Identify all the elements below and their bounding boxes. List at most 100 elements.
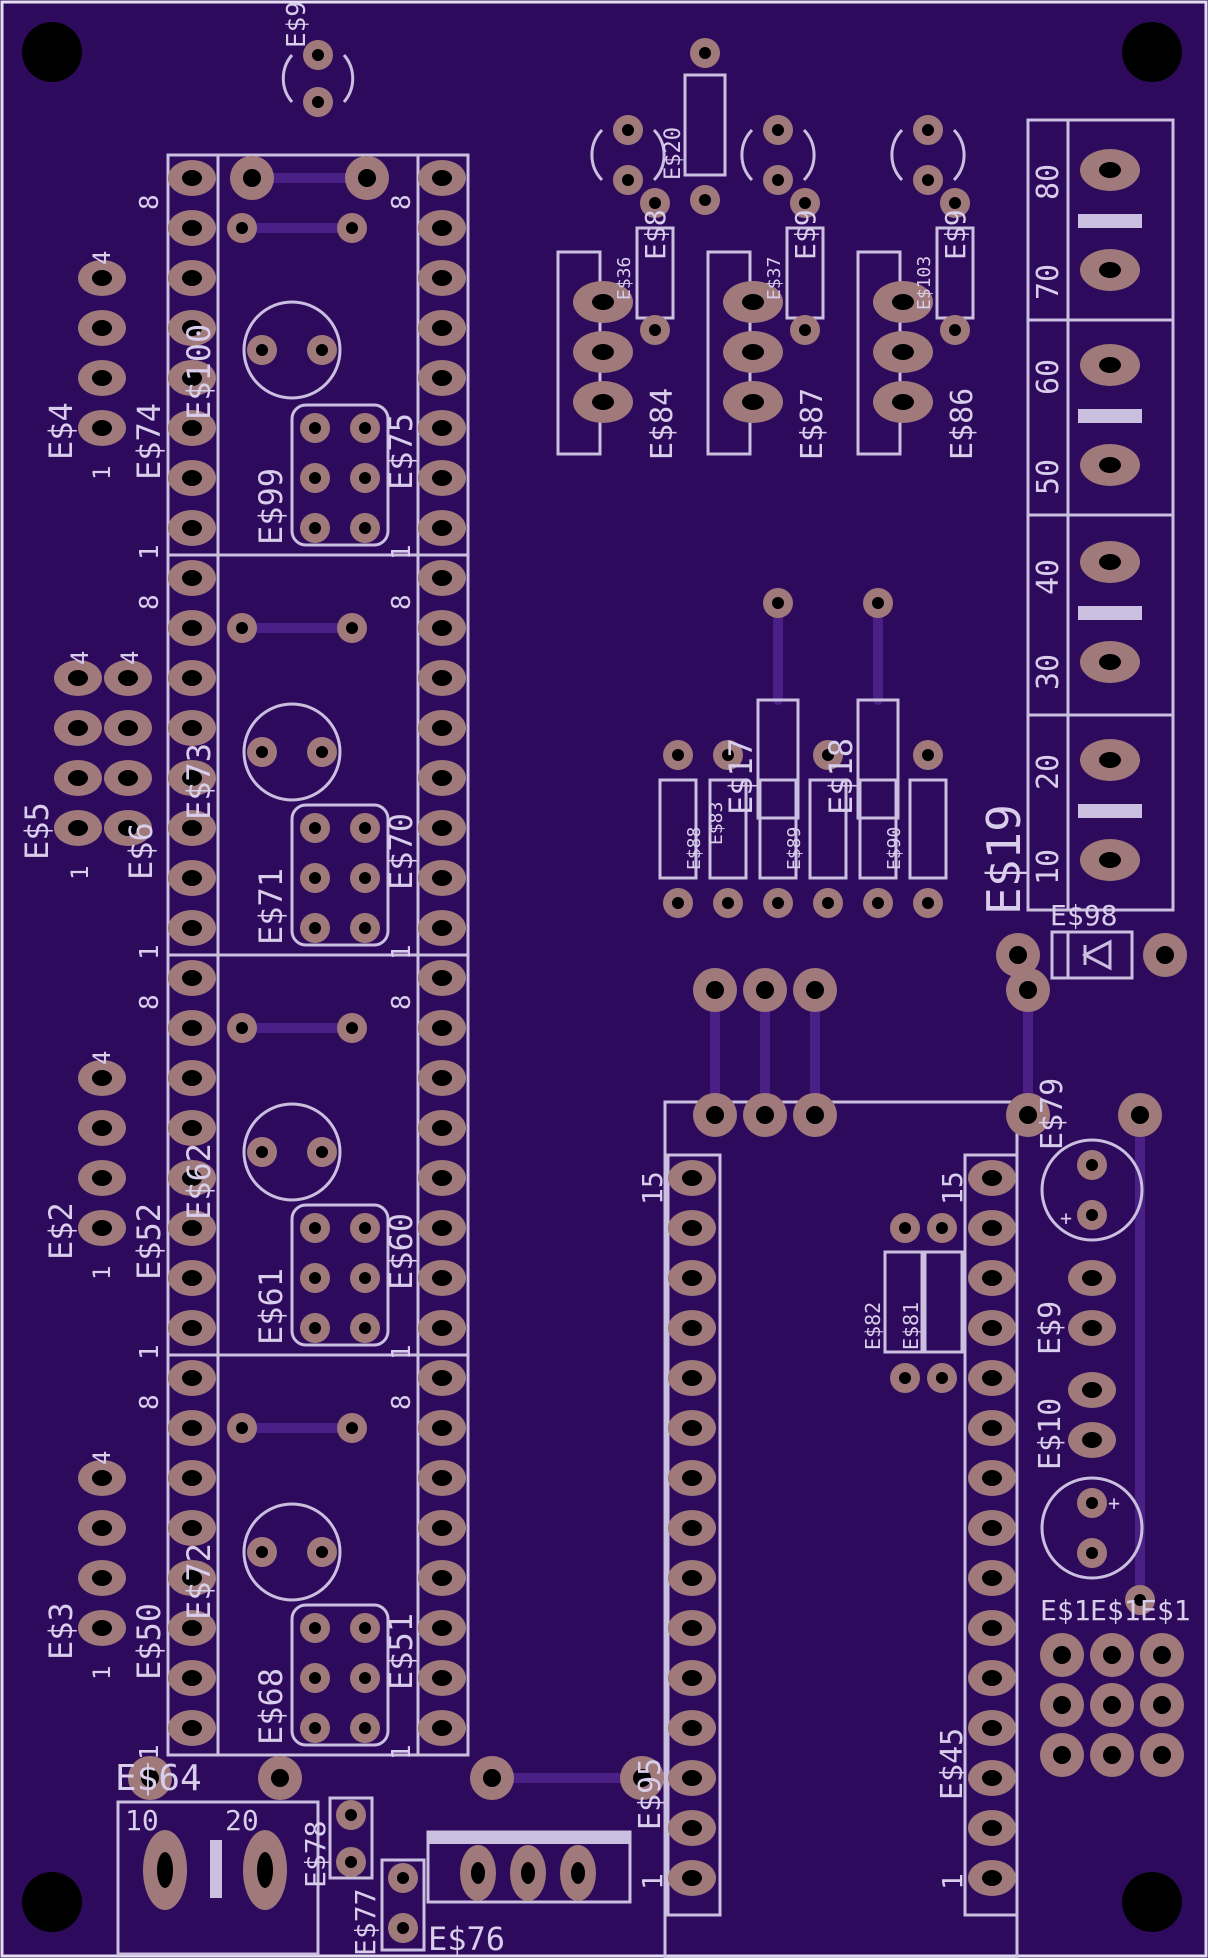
pin-label-8: 8 [135, 1394, 165, 1410]
label-e9c: E$9 [939, 209, 972, 260]
pin-label-8: 8 [387, 994, 417, 1010]
pin-label-1: 1 [135, 1744, 165, 1760]
label-e50: E$50 [130, 1603, 168, 1680]
label-e62: E$62 [180, 1143, 218, 1220]
label-e13: E$1 [1140, 1594, 1191, 1627]
top-components [281, 38, 975, 456]
label-e9b: E$9 [789, 209, 822, 260]
mcu-right-pins [968, 1160, 1016, 1896]
label-e9d: E$9 [1033, 1301, 1068, 1355]
power-label-20: 20 [225, 1804, 259, 1837]
mcu-pin-1-left: 1 [636, 1873, 669, 1890]
label-e81: E$81 [899, 1302, 923, 1350]
mount-hole-bl [22, 1872, 82, 1932]
module-inner-parts [227, 156, 390, 1747]
label-e68: E$68 [252, 1668, 290, 1745]
pin-label-8: 8 [135, 194, 165, 210]
label-e37: E$37 [764, 257, 785, 300]
pin-label-4: 4 [66, 651, 94, 665]
mcu-pin-15-right: 15 [936, 1171, 969, 1205]
label-e74: E$74 [130, 403, 168, 480]
terminal-label-40: 40 [1031, 559, 1066, 595]
label-e82: E$82 [861, 1302, 885, 1350]
pin-label-8: 8 [387, 594, 417, 610]
label-e98: E$98 [1050, 899, 1117, 932]
pin-label-1: 1 [387, 544, 417, 560]
pin-label-1: 1 [135, 1344, 165, 1360]
terminal-label-80: 80 [1031, 164, 1066, 200]
label-e52: E$52 [130, 1203, 168, 1280]
label-e88: E$88 [684, 827, 705, 870]
mount-hole-tr [1122, 22, 1182, 82]
label-e71: E$71 [252, 868, 290, 945]
module-block-3 [166, 953, 470, 1357]
label-e8a: E$8 [639, 209, 672, 260]
mcu-pin-15-left: 15 [636, 1171, 669, 1205]
label-e87: E$87 [795, 388, 830, 460]
label-e99: E$99 [252, 468, 290, 545]
label-e60: E$60 [382, 1213, 420, 1290]
mounting-holes [22, 22, 1182, 1932]
pin-label-8: 8 [387, 194, 417, 210]
label-e51: E$51 [382, 1613, 420, 1690]
label-e11: E$1 [1040, 1594, 1091, 1627]
label-e20: E$20 [661, 127, 686, 180]
pin-label-1: 1 [66, 866, 94, 880]
terminal-block-e19 [1026, 118, 1175, 912]
pin-label-4: 4 [88, 251, 116, 265]
mcu-socket [663, 968, 1050, 1958]
label-e3: E$3 [42, 1602, 80, 1660]
mcu-pin-1-right: 1 [936, 1873, 969, 1890]
plus-marker-1: + [1060, 1206, 1072, 1230]
label-e95: E$95 [633, 1758, 668, 1830]
label-e12: E$1 [1090, 1594, 1141, 1627]
terminal-label-60: 60 [1031, 359, 1066, 395]
pin-label-1: 1 [135, 544, 165, 560]
pin-label-8: 8 [135, 994, 165, 1010]
label-e73: E$73 [180, 743, 218, 820]
label-e4: E$4 [42, 402, 80, 460]
label-e75: E$75 [382, 413, 420, 490]
label-e36: E$36 [614, 257, 635, 300]
label-e90: E$90 [884, 827, 905, 870]
label-e89: E$89 [784, 827, 805, 870]
label-e18: E$18 [822, 738, 860, 815]
pin-label-1: 1 [387, 1744, 417, 1760]
label-e100: E$100 [180, 324, 218, 420]
label-e6: E$6 [122, 822, 160, 880]
pin-label-1: 1 [88, 466, 116, 480]
right-caps [1040, 1093, 1184, 1777]
label-e17: E$17 [722, 738, 760, 815]
module-block-4 [166, 1353, 470, 1757]
label-e10: E$10 [1033, 1398, 1068, 1470]
terminal-label-50: 50 [1031, 459, 1066, 495]
label-e19: E$19 [977, 804, 1031, 915]
label-e70: E$70 [382, 813, 420, 890]
power-label-10: 10 [125, 1804, 159, 1837]
label-e77: E$77 [349, 1889, 382, 1956]
terminal-label-30: 30 [1031, 654, 1066, 690]
resistors-e81-e82 [883, 1213, 964, 1393]
label-e79: E$79 [1035, 1078, 1070, 1150]
pin-label-1: 1 [135, 944, 165, 960]
plus-marker-2: + [1108, 1491, 1120, 1515]
label-e76: E$76 [428, 1920, 505, 1958]
mount-hole-br [1122, 1872, 1182, 1932]
label-e72: E$72 [180, 1543, 218, 1620]
label-e103: E$103 [914, 256, 935, 310]
pin-label-4: 4 [88, 1051, 116, 1065]
label-e64: E$64 [115, 1758, 202, 1799]
pin-label-8: 8 [387, 1394, 417, 1410]
pin-label-4: 4 [116, 651, 144, 665]
mcu-left-pins [668, 1160, 716, 1896]
terminal-label-70: 70 [1031, 264, 1066, 300]
label-e45: E$45 [935, 1728, 970, 1800]
pin-label-8: 8 [135, 594, 165, 610]
pin-label-1: 1 [387, 944, 417, 960]
pin-label-1: 1 [88, 1266, 116, 1280]
terminal-label-20: 20 [1031, 754, 1066, 790]
label-e86: E$86 [945, 388, 980, 460]
resistor-group [658, 588, 948, 918]
label-e61: E$61 [252, 1268, 290, 1345]
